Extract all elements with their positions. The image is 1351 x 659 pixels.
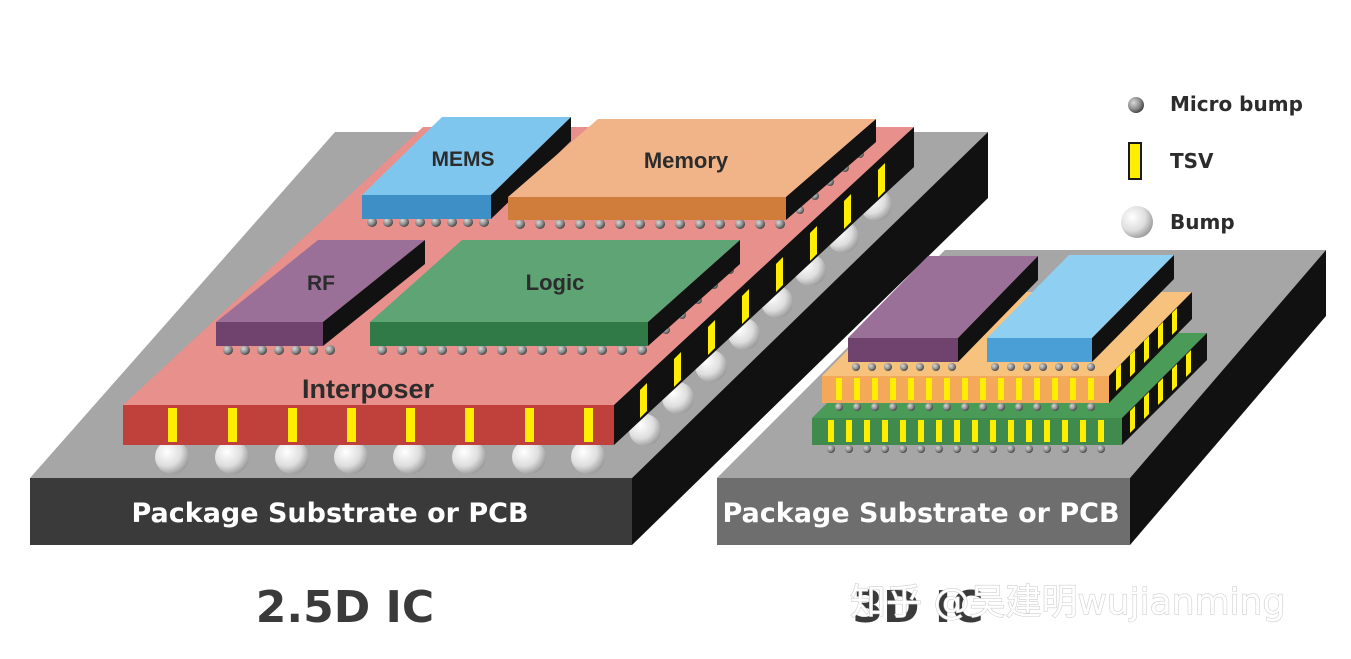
chip-memory: Memory xyxy=(508,119,876,229)
mems-label: MEMS xyxy=(432,148,495,171)
legend: Micro bump TSV Bump xyxy=(1121,92,1303,238)
memory-label: Memory xyxy=(644,148,729,173)
left-substrate-label: Package Substrate or PCB xyxy=(131,498,528,529)
tsv-icon xyxy=(1128,142,1142,180)
micro-bump-icon xyxy=(1128,97,1144,113)
interposer-tsvs xyxy=(168,163,885,442)
chip-rf: RF xyxy=(216,240,425,355)
bump-icon xyxy=(1121,206,1153,238)
logic-label: Logic xyxy=(526,270,585,295)
watermark: 知乎 @吴建明wujianming xyxy=(850,582,1285,623)
stack-die-purple xyxy=(848,256,1038,371)
left-title: 2.5D IC xyxy=(256,582,434,633)
stack-die-blue xyxy=(987,255,1174,371)
legend-bump-label: Bump xyxy=(1170,210,1235,234)
rf-label: RF xyxy=(307,272,335,295)
legend-tsv: TSV xyxy=(1128,142,1214,180)
interposer-label: Interposer xyxy=(302,374,435,404)
legend-tsv-label: TSV xyxy=(1170,149,1214,173)
diagram-3d-ic: Package Substrate or PCB 3D IC xyxy=(717,250,1326,633)
diagram-2-5d-ic: Interposer MEMS xyxy=(30,117,988,633)
chip-logic: Logic xyxy=(370,240,740,355)
legend-bump: Bump xyxy=(1121,206,1235,238)
right-title: 3D IC xyxy=(852,582,983,633)
legend-micro-bump: Micro bump xyxy=(1128,92,1303,116)
right-substrate-label: Package Substrate or PCB xyxy=(722,498,1119,529)
chip-mems: MEMS xyxy=(362,117,571,227)
legend-micro-bump-label: Micro bump xyxy=(1170,92,1303,116)
